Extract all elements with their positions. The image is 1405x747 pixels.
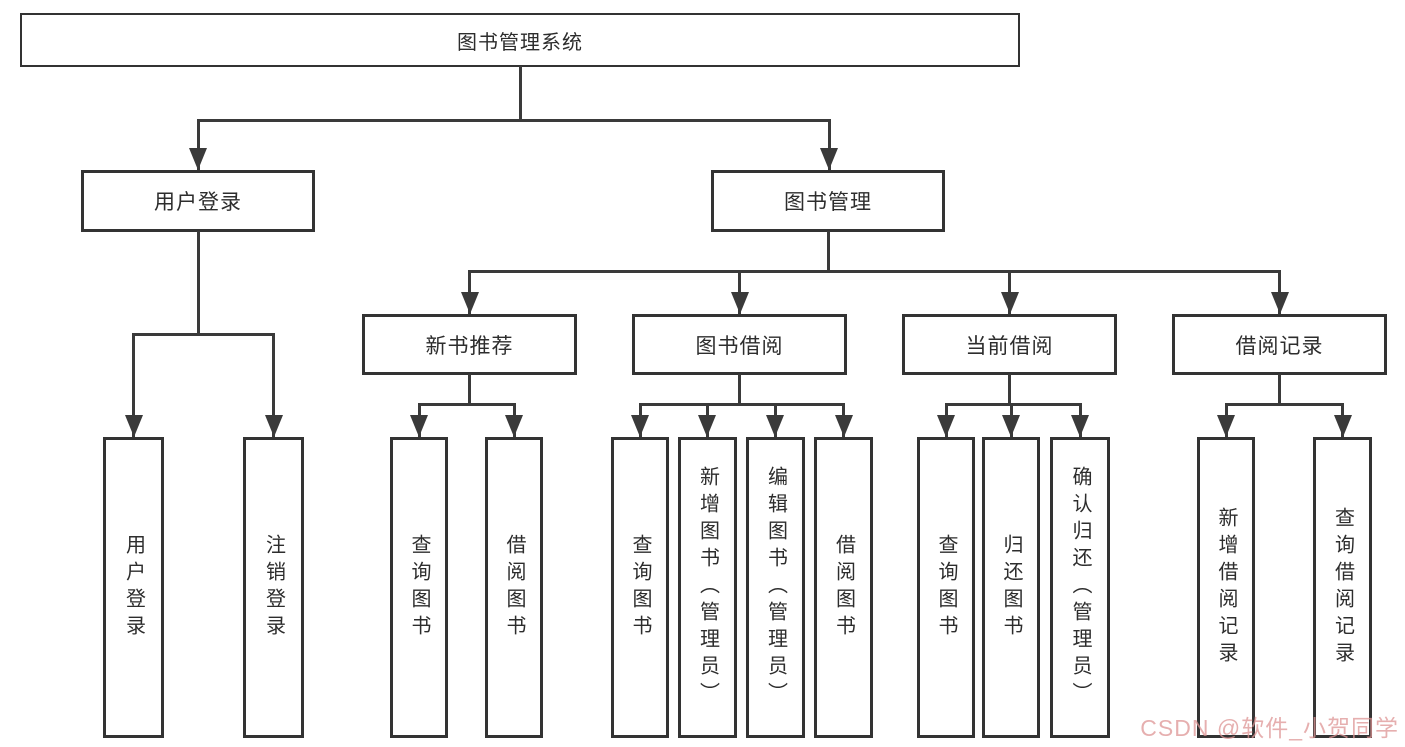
leaf-label: 用户登录	[122, 533, 145, 642]
leaf-user-login: 用户登录	[103, 437, 164, 738]
leaf-label: 查询图书	[408, 533, 430, 642]
arrowhead-down-icon	[505, 415, 523, 437]
connector-book-management-rail	[468, 270, 1281, 273]
leaf-label: 新增借阅记录	[1215, 506, 1237, 669]
node-book-borrow: 图书借阅	[632, 314, 847, 375]
node-new-book-recommend: 新书推荐	[362, 314, 577, 375]
leaf-label: 编辑图书（管理员）	[764, 466, 787, 709]
connector-root-stem	[518, 66, 522, 121]
leaf-query-books-recommend: 查询图书	[390, 437, 448, 738]
arrowhead-down-icon	[631, 415, 649, 437]
leaf-label: 查询借阅记录	[1331, 506, 1354, 669]
leaf-query-books-current: 查询图书	[917, 437, 975, 738]
leaf-confirm-return-admin: 确认归还（管理员）	[1050, 437, 1110, 738]
arrowhead-down-icon	[1000, 292, 1019, 314]
connector-root-rail	[196, 119, 831, 122]
arrowhead-down-icon	[1270, 292, 1289, 314]
arrowhead-down-icon	[124, 415, 143, 437]
leaf-add-book-admin: 新增图书（管理员）	[678, 437, 737, 738]
node-borrow-records: 借阅记录	[1172, 314, 1387, 375]
arrowhead-down-icon	[410, 415, 428, 437]
leaf-label: 借阅图书	[503, 533, 525, 642]
connector-user-login-rail	[132, 333, 275, 336]
node-root: 图书管理系统	[20, 13, 1020, 67]
connector-current-borrow-stem	[1008, 374, 1011, 406]
leaf-label: 确认归还（管理员）	[1069, 466, 1091, 709]
leaf-label: 借阅图书	[832, 533, 855, 642]
arrowhead-down-icon	[819, 148, 838, 170]
node-book-management: 图书管理	[711, 170, 945, 232]
node-current-borrow: 当前借阅	[902, 314, 1117, 375]
arrowhead-down-icon	[834, 415, 853, 437]
leaf-logout: 注销登录	[243, 437, 304, 738]
connector-borrow-records-rail	[1224, 403, 1344, 406]
connector-user-login-stem	[196, 231, 200, 336]
leaf-query-books-borrow: 查询图书	[611, 437, 669, 738]
arrowhead-down-icon	[460, 292, 479, 314]
leaf-label: 归还图书	[1000, 533, 1022, 642]
leaf-edit-book-admin: 编辑图书（管理员）	[746, 437, 805, 738]
node-user-login: 用户登录	[81, 170, 315, 232]
connector-current-borrow-rail	[944, 403, 1082, 406]
arrowhead-down-icon	[1071, 415, 1089, 437]
connector-book-borrow-rail	[638, 403, 845, 406]
arrowhead-down-icon	[730, 292, 749, 314]
connector-new-book-stem	[468, 374, 471, 406]
connector-to-leaf-logout	[272, 333, 275, 437]
leaf-label: 查询图书	[935, 533, 957, 642]
arrowhead-down-icon	[264, 415, 283, 437]
arrowhead-down-icon	[698, 415, 716, 437]
leaf-label: 注销登录	[262, 533, 285, 642]
connector-new-book-rail	[417, 403, 516, 406]
connector-book-management-stem	[826, 231, 830, 273]
connector-to-leaf-user-login	[132, 333, 135, 437]
arrowhead-down-icon	[937, 415, 955, 437]
connector-to-user-login	[196, 119, 200, 170]
leaf-label: 新增图书（管理员）	[696, 466, 719, 709]
connector-to-book-management	[827, 119, 831, 170]
leaf-add-borrow-record: 新增借阅记录	[1197, 437, 1255, 738]
leaf-query-borrow-record: 查询借阅记录	[1313, 437, 1372, 738]
leaf-borrow-books-recommend: 借阅图书	[485, 437, 543, 738]
arrowhead-down-icon	[1217, 415, 1235, 437]
arrowhead-down-icon	[1002, 415, 1020, 437]
leaf-return-books: 归还图书	[982, 437, 1040, 738]
leaf-label: 查询图书	[629, 533, 651, 642]
arrowhead-down-icon	[766, 415, 784, 437]
watermark: CSDN @软件_小贺同学	[1140, 715, 1399, 741]
arrowhead-down-icon	[188, 148, 207, 170]
connector-book-borrow-stem	[738, 374, 741, 406]
arrowhead-down-icon	[1333, 415, 1352, 437]
leaf-borrow-books-borrow: 借阅图书	[814, 437, 873, 738]
connector-borrow-records-stem	[1278, 374, 1281, 406]
